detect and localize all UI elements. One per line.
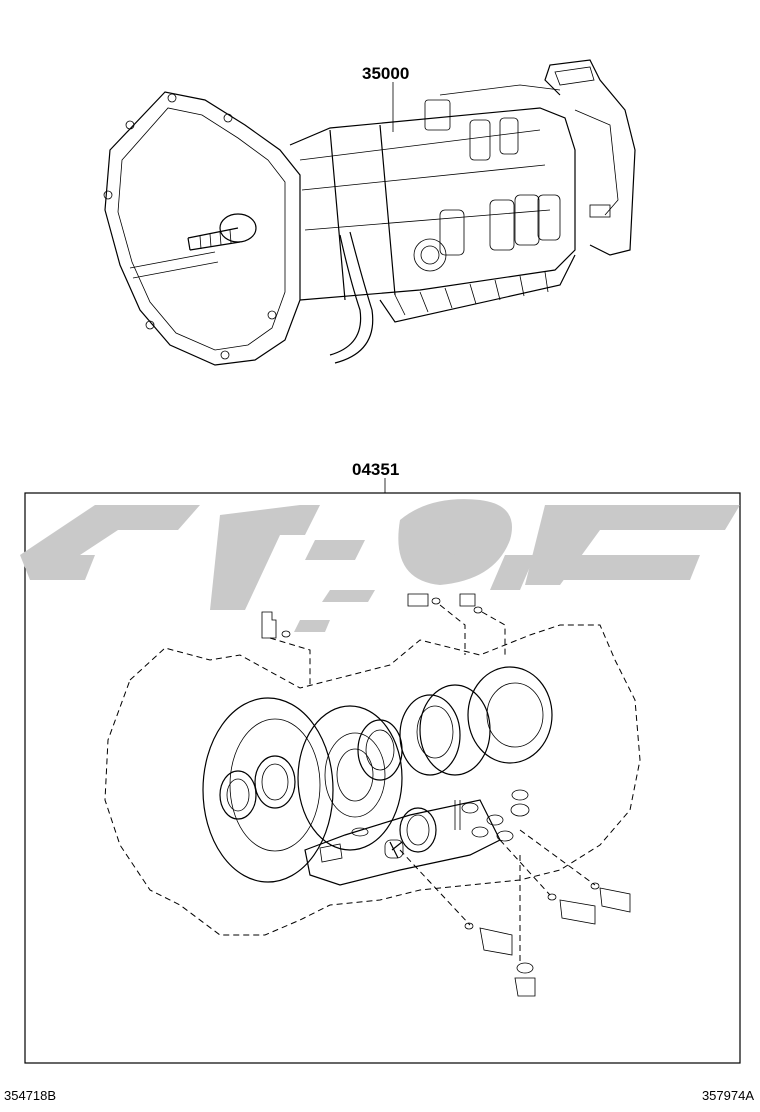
transmission-assembly-drawing[interactable] <box>103 59 636 366</box>
case-outline-dashed <box>104 624 641 936</box>
kit-frame <box>24 492 741 1064</box>
part-number-04351: 04351 <box>352 460 399 479</box>
gasket-kit-parts[interactable] <box>202 593 631 997</box>
figure-code-left: 354718B <box>4 1088 57 1103</box>
watermark-logo <box>20 499 740 632</box>
assembly-guide-lines <box>269 604 596 965</box>
part-number-35000: 35000 <box>362 64 409 83</box>
figure-code-right: 357974A <box>701 1088 754 1103</box>
